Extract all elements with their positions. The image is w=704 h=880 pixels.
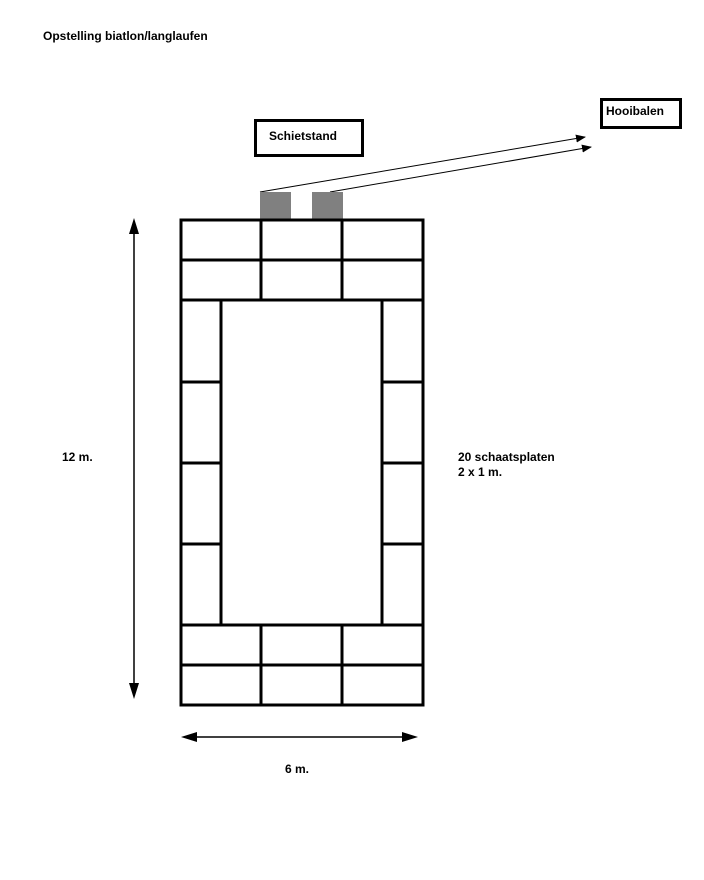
- plates-count-label: 20 schaatsplaten: [458, 450, 555, 464]
- shooting-range-label: Schietstand: [269, 129, 338, 143]
- arrowhead-left-icon: [181, 732, 197, 742]
- hay-bales-box: Hooibalen: [600, 98, 682, 129]
- shooting-range-box: Schietstand: [254, 119, 364, 157]
- arrowhead-down-icon: [129, 683, 139, 699]
- target-block-2: [312, 192, 343, 220]
- target-block-1: [260, 192, 291, 220]
- shooting-lane-arrow-2: [329, 144, 592, 193]
- page-title: Opstelling biatlon/langlaufen: [43, 29, 208, 43]
- arrowhead-right-icon: [402, 732, 418, 742]
- skating-plates-grid: [179, 218, 425, 707]
- width-dimension-label: 6 m.: [285, 762, 310, 776]
- hay-bales-label: Hooibalen: [606, 104, 665, 118]
- shooting-lane-arrow-1: [259, 134, 586, 193]
- plates-size-label: 2 x 1 m.: [458, 465, 503, 479]
- arrowhead-up-icon: [129, 218, 139, 234]
- height-dimension-label: 12 m.: [62, 450, 93, 464]
